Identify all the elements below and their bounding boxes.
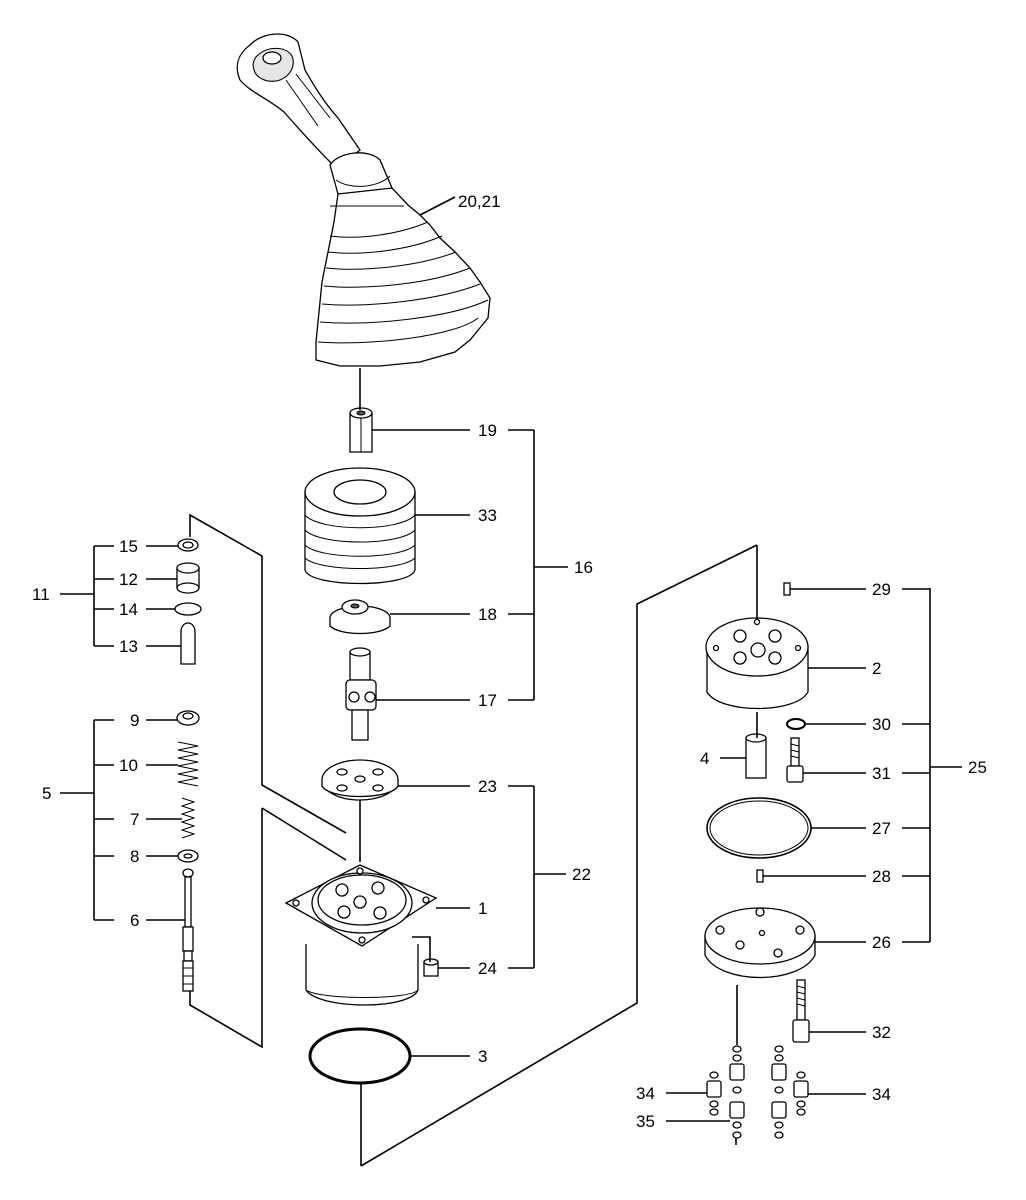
callout-31: 31 [872, 764, 891, 783]
fitting-part-34-left [706, 1071, 722, 1116]
callout-32: 32 [872, 1023, 891, 1042]
sleeve-part-4 [745, 733, 767, 779]
callout-20-21: 20,21 [458, 192, 501, 211]
callout-23: 23 [478, 777, 497, 796]
port-plate-part-2 [705, 617, 809, 710]
callout-3: 3 [478, 1047, 487, 1066]
callout-2: 2 [872, 659, 881, 678]
callout-15: 15 [119, 537, 138, 556]
o-ring-part-27 [706, 797, 812, 859]
callout-16: 16 [574, 558, 593, 577]
callout-9: 9 [130, 711, 139, 730]
callout-11: 11 [32, 585, 50, 604]
callout-29: 29 [872, 580, 891, 599]
rubber-boot-part [315, 187, 491, 367]
callout-25: 25 [968, 758, 987, 777]
seat-part-18 [329, 599, 391, 635]
casing-part-1 [284, 864, 438, 1006]
callout-5: 5 [42, 784, 51, 803]
callout-26: 26 [872, 933, 891, 952]
callout-35: 35 [636, 1112, 655, 1131]
callout-17: 17 [478, 691, 497, 710]
washer-part-8 [177, 849, 199, 863]
callout-22: 22 [572, 865, 591, 884]
pin-part-29 [783, 582, 791, 596]
fitting-part-34-right [793, 1071, 809, 1116]
callout-34-right: 34 [872, 1085, 891, 1104]
washer-part-15 [177, 538, 199, 552]
plunger-part-13 [180, 622, 196, 665]
joystick-handle-part [236, 33, 393, 201]
pin-part-28 [756, 869, 764, 883]
spring-seat-part-9 [176, 710, 200, 726]
fitting-stack-center-left [729, 1045, 745, 1139]
hex-nut-part-19 [349, 407, 373, 453]
o-ring-part-3 [308, 1027, 412, 1085]
callout-1: 1 [478, 899, 487, 918]
callout-28: 28 [872, 867, 891, 886]
callout-27: 27 [872, 819, 891, 838]
callout-4: 4 [700, 749, 709, 768]
fitting-stack-center-right [771, 1045, 787, 1139]
callout-24: 24 [478, 959, 497, 978]
bolt-part-31 [786, 737, 804, 783]
spool-part-6 [182, 868, 194, 992]
universal-joint-part-17 [345, 647, 377, 741]
callout-7: 7 [130, 810, 139, 829]
plate-part-23 [321, 759, 399, 801]
callout-18: 18 [478, 605, 497, 624]
leader-lines [60, 196, 962, 1167]
callout-19: 19 [478, 421, 497, 440]
spring-part-10 [177, 741, 199, 787]
callout-14: 14 [119, 600, 138, 619]
spring-part-7 [180, 797, 196, 839]
callout-33: 33 [478, 506, 497, 525]
o-ring-part-14 [174, 602, 202, 616]
callout-8: 8 [130, 847, 139, 866]
bushing-part-12 [176, 562, 200, 594]
callout-34-left: 34 [636, 1084, 655, 1103]
bellows-cover-part-33 [304, 467, 416, 585]
cover-plate-part-26 [704, 907, 816, 979]
callout-labels: 20,21 19 33 16 18 17 23 22 1 24 3 11 15 … [32, 192, 987, 1131]
o-ring-part-30 [786, 718, 806, 730]
plug-part-24 [423, 958, 439, 977]
callout-6: 6 [130, 911, 139, 930]
callout-13: 13 [119, 637, 138, 656]
callout-10: 10 [119, 756, 138, 775]
bolt-part-32 [792, 979, 810, 1043]
callout-30: 30 [872, 715, 891, 734]
callout-12: 12 [119, 570, 138, 589]
